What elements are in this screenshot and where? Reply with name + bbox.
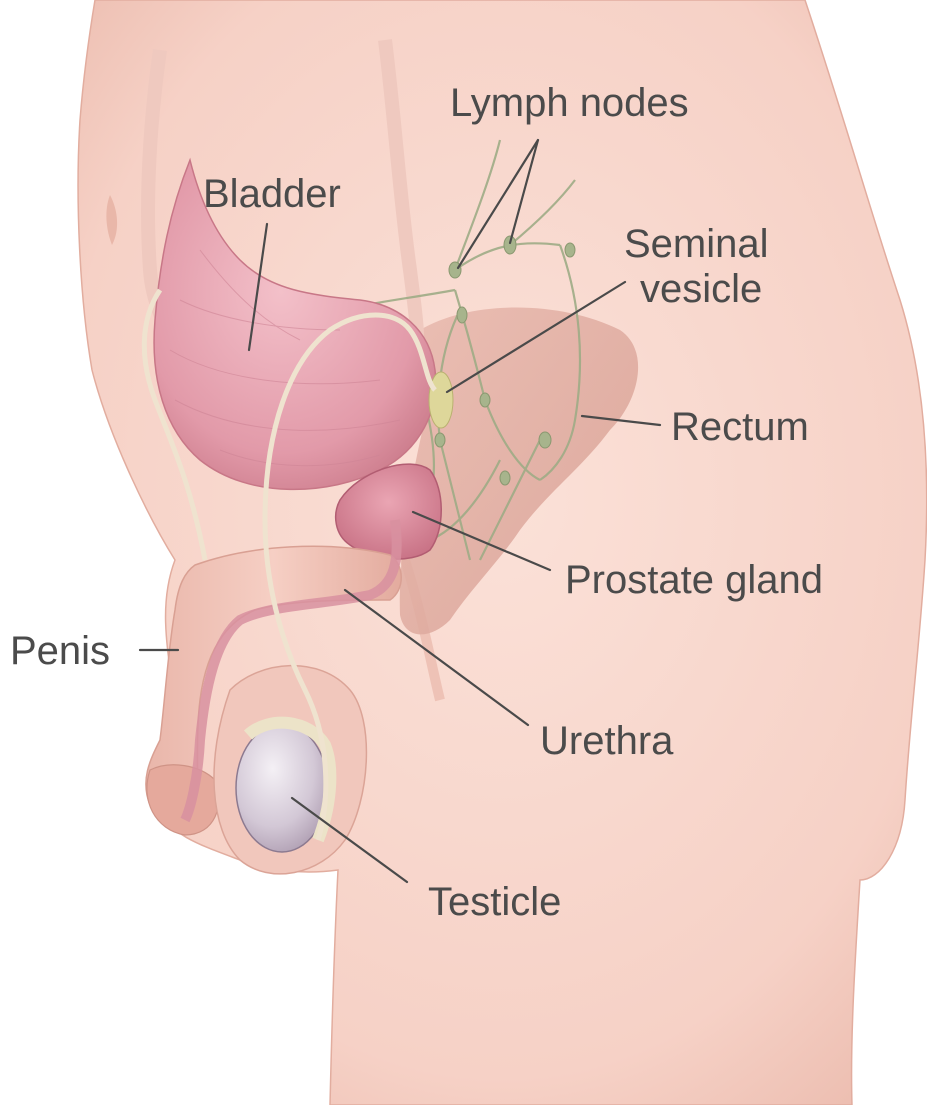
- seminal-vesicle: [429, 372, 453, 428]
- label-urethra: Urethra: [540, 719, 674, 763]
- label-bladder: Bladder: [203, 172, 341, 216]
- label-testicle: Testicle: [428, 880, 561, 924]
- label-rectum: Rectum: [671, 405, 809, 449]
- label-lymph-nodes: Lymph nodes: [450, 81, 689, 125]
- label-prostate-gland: Prostate gland: [565, 558, 823, 602]
- testicle: [236, 724, 328, 852]
- label-penis: Penis: [10, 629, 110, 673]
- label-seminal-vesicle-line2: vesicle: [640, 267, 762, 311]
- label-seminal-vesicle-line1: Seminal: [624, 222, 769, 266]
- glans: [147, 765, 219, 835]
